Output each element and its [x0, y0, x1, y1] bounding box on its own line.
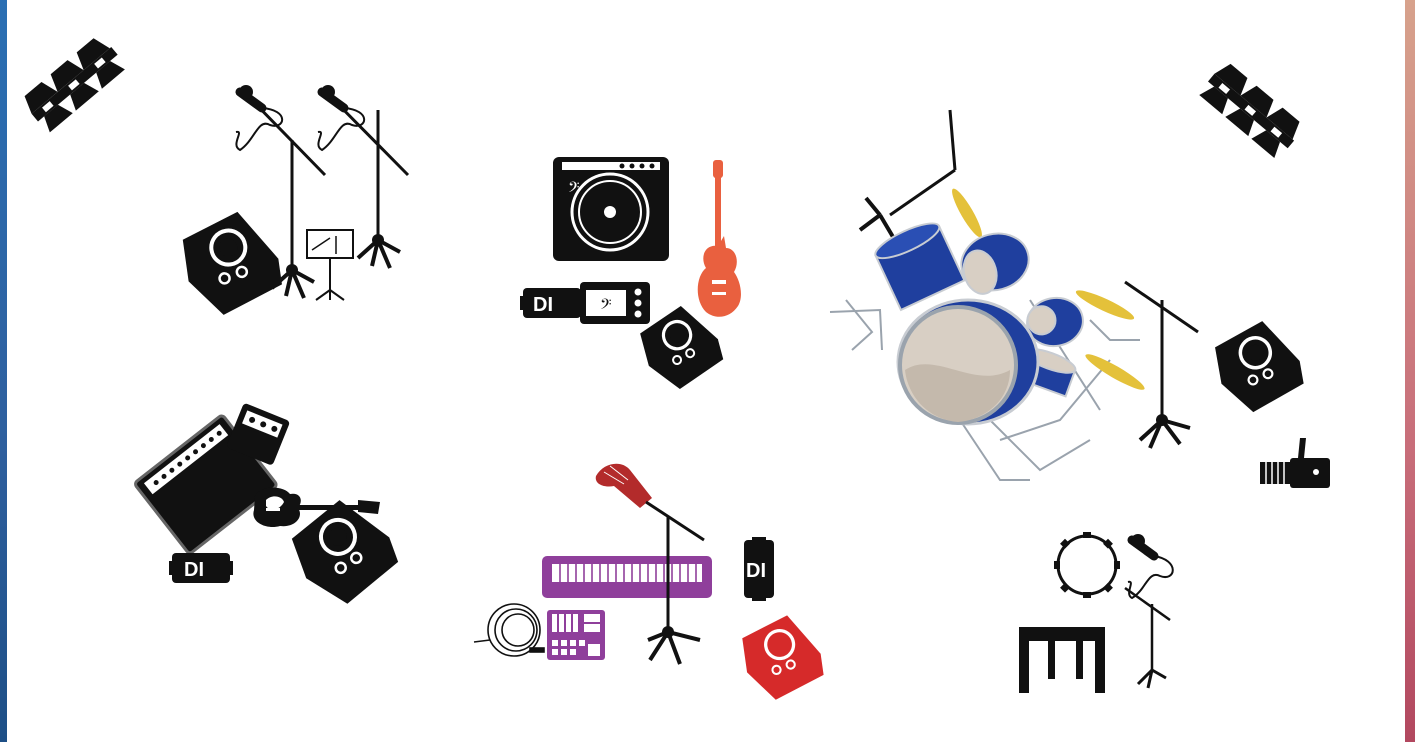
microphone-stand-icon — [1125, 282, 1198, 448]
floor-monitor-icon — [740, 612, 826, 704]
vintage-microphone-icon — [596, 464, 704, 540]
di-label: DI — [746, 560, 766, 582]
bass-amplifier-head-icon: 𝄢 — [580, 282, 650, 324]
svg-text:𝄢: 𝄢 — [568, 179, 580, 200]
floor-monitor-icon — [180, 207, 285, 319]
stage-light-bar-icon — [1198, 60, 1306, 161]
fog-machine-icon — [1260, 438, 1330, 488]
di-box-icon: DI — [520, 288, 584, 318]
di-box-icon: DI — [744, 537, 774, 601]
drum-machine-icon — [547, 610, 605, 660]
music-stand-icon — [307, 230, 353, 300]
bass-guitar-icon — [698, 160, 741, 317]
di-box-icon: DI — [169, 553, 233, 583]
floor-monitor-icon — [1212, 316, 1307, 417]
microphone-stand-icon — [1125, 534, 1173, 688]
instrument-cable-icon — [474, 604, 544, 656]
keyboard-icon — [542, 556, 712, 598]
stage-light-bar-icon — [20, 33, 128, 134]
svg-text:𝄢: 𝄢 — [600, 296, 612, 317]
bass-amplifier-icon: 𝄢 — [553, 157, 669, 261]
tambourine-icon — [1054, 532, 1120, 598]
di-label: DI — [533, 294, 553, 316]
drum-kit-icon — [830, 110, 1147, 480]
di-label: DI — [184, 559, 204, 581]
table-icon — [1019, 627, 1105, 693]
